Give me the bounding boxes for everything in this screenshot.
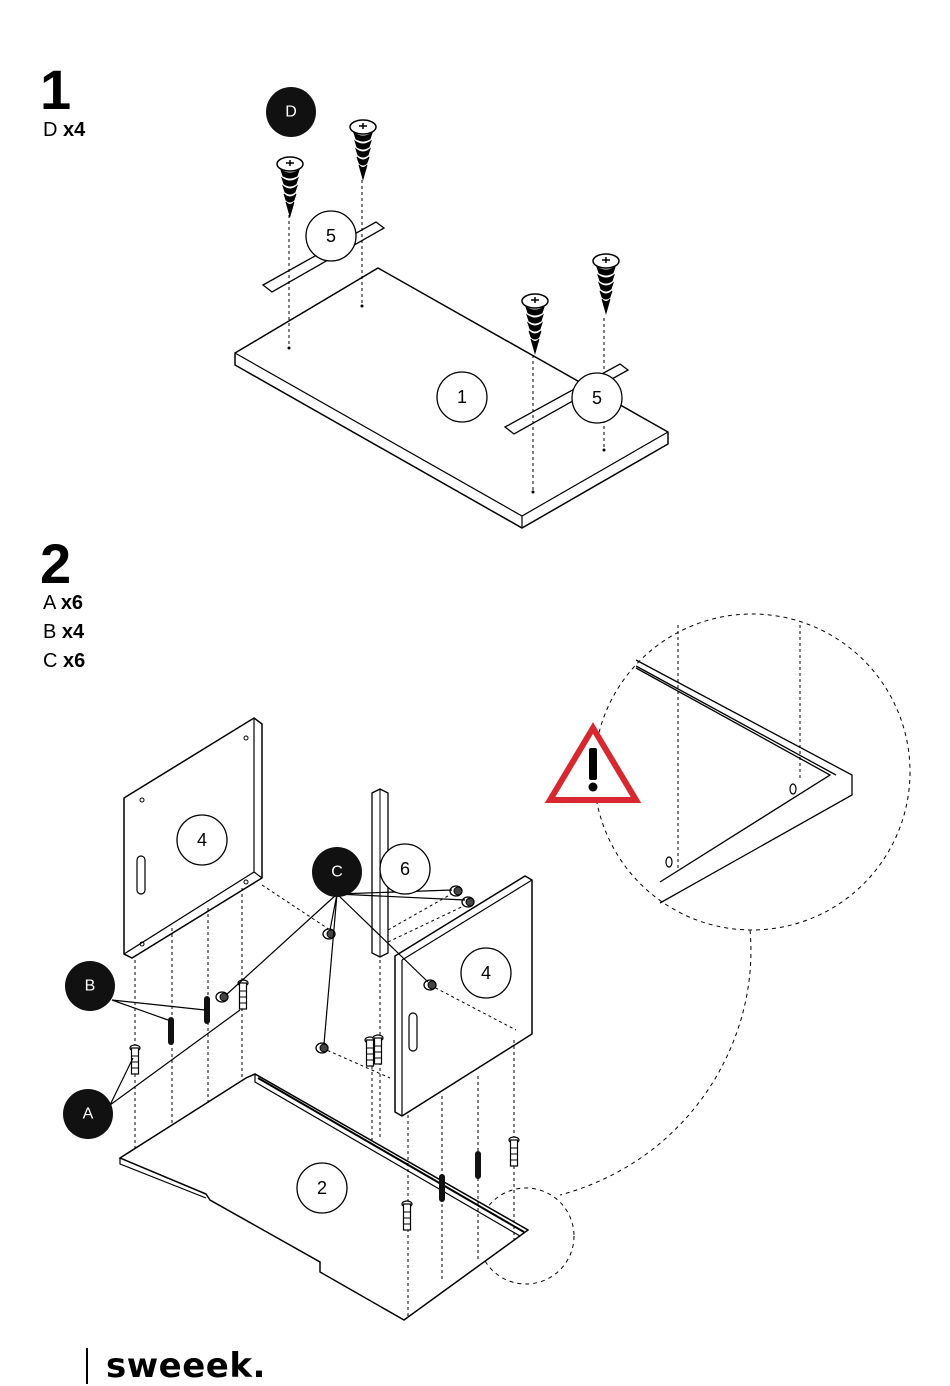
svg-text:5: 5 — [326, 226, 336, 246]
cam-screw-a-icon — [365, 1037, 375, 1066]
cam-lock-c-icon — [316, 1043, 328, 1053]
brand-logo: sweeek. — [86, 1346, 266, 1386]
callout-b: B — [65, 961, 115, 1011]
svg-text:C: C — [331, 864, 343, 881]
screw-d-icon — [350, 120, 376, 179]
callout-6: 6 — [380, 844, 430, 894]
screw-d-icon — [522, 294, 548, 353]
brand-divider — [86, 1348, 88, 1384]
cam-screw-a-icon — [238, 980, 248, 1009]
panel-4-right — [395, 876, 532, 1116]
dowel-b-icon — [168, 1017, 174, 1045]
detail-magnifier — [478, 614, 910, 1284]
cam-lock-c-icon — [462, 897, 474, 907]
svg-text:D: D — [285, 104, 297, 121]
callout-a: A — [63, 1089, 113, 1139]
svg-text:1: 1 — [457, 387, 467, 407]
svg-text:6: 6 — [400, 859, 410, 879]
cam-lock-c-icon — [216, 992, 228, 1002]
step-2-diagram: B A C 4 6 4 2 — [63, 614, 910, 1320]
cam-lock-c-icon — [450, 886, 462, 896]
svg-text:A: A — [83, 1106, 94, 1123]
screw-d-icon — [593, 254, 619, 313]
callout-d: D — [266, 87, 316, 137]
svg-text:4: 4 — [197, 830, 207, 850]
callout-1: 1 — [437, 372, 487, 422]
svg-text:2: 2 — [317, 1178, 327, 1198]
cam-lock-c-icon — [424, 980, 436, 990]
callout-2: 2 — [297, 1163, 347, 1213]
callout-5-right: 5 — [572, 373, 622, 423]
cam-screw-a-icon — [130, 1045, 140, 1074]
callout-c: C — [312, 847, 362, 897]
screw-d-icon — [277, 157, 303, 216]
dowel-b-icon — [475, 1151, 481, 1179]
cam-screw-a-icon — [373, 1035, 383, 1064]
cam-screw-a-icon — [509, 1137, 519, 1166]
callout-4-left: 4 — [177, 815, 227, 865]
svg-text:5: 5 — [592, 388, 602, 408]
step-1-diagram: D 5 5 1 — [235, 87, 668, 528]
brand-name: sweeek. — [106, 1346, 266, 1386]
callout-5-left: 5 — [306, 211, 356, 261]
cam-screw-a-icon — [402, 1201, 412, 1230]
dowel-b-icon — [439, 1174, 445, 1202]
svg-text:4: 4 — [481, 963, 491, 983]
svg-text:B: B — [85, 978, 96, 995]
callout-4-right: 4 — [461, 948, 511, 998]
